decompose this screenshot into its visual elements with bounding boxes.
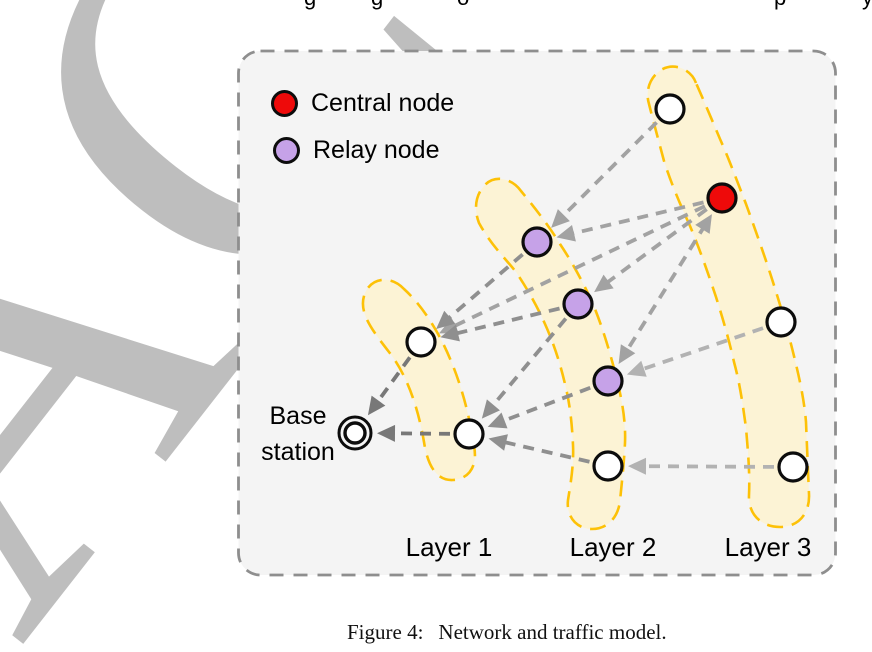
arrowhead-icon bbox=[487, 412, 508, 429]
layer-2-label: Layer 2 bbox=[569, 532, 657, 562]
arrowhead-icon bbox=[695, 214, 712, 234]
base-station-label-line2: station bbox=[261, 438, 335, 466]
white-node-l3right bbox=[765, 306, 797, 338]
legend-label-relay: Relay node bbox=[313, 136, 440, 164]
arrowhead-icon bbox=[618, 344, 636, 365]
white-node-l1top bbox=[405, 326, 437, 358]
base-station-label-line1: Base bbox=[269, 402, 327, 430]
arrowhead-icon bbox=[627, 457, 647, 475]
relay-node-p2 bbox=[562, 288, 594, 320]
arrowhead-icon bbox=[626, 360, 647, 377]
arrow-l1top-to-bs bbox=[372, 356, 412, 409]
arrow-l3right-to-p3 bbox=[635, 326, 764, 374]
relay-node-swatch-icon bbox=[273, 137, 300, 164]
central-node-swatch-icon bbox=[271, 90, 298, 117]
cropped-glyph: g bbox=[304, 0, 316, 11]
central-node-red bbox=[706, 182, 738, 214]
white-node-l1bot bbox=[453, 418, 485, 450]
layer-3-region bbox=[646, 65, 811, 529]
layer-3-label: Layer 3 bbox=[724, 532, 812, 562]
base-station-outer-ring bbox=[337, 415, 373, 451]
figure-caption-text: Network and traffic model. bbox=[438, 620, 667, 644]
arrowhead-icon bbox=[556, 224, 576, 242]
layer-1-label: Layer 1 bbox=[405, 532, 493, 562]
arrow-p2-to-l1bot bbox=[486, 317, 568, 413]
cropped-glyph: o bbox=[457, 0, 469, 11]
white-node-l3bottom bbox=[777, 451, 809, 483]
figure-caption-number: Figure 4: bbox=[347, 620, 424, 644]
arrow-p3-to-l1bot bbox=[496, 385, 591, 426]
arrow-red-to-l1top bbox=[447, 204, 706, 331]
layer-regions bbox=[361, 65, 811, 531]
arrowhead-icon bbox=[376, 424, 396, 442]
traffic-arrows bbox=[367, 121, 775, 475]
cropped-glyph: p bbox=[774, 0, 786, 11]
layer-2-region bbox=[474, 177, 627, 531]
arrow-red-to-p2 bbox=[601, 207, 708, 288]
base-station-node bbox=[343, 421, 367, 445]
white-node-l2white bbox=[592, 450, 624, 482]
arrow-p1-to-l1top bbox=[442, 252, 524, 324]
arrowhead-icon bbox=[551, 209, 570, 228]
white-node-l3top bbox=[654, 93, 686, 125]
layer-1-region bbox=[361, 278, 477, 482]
arrowhead-icon bbox=[594, 274, 614, 293]
legend-label-central: Central node bbox=[311, 89, 455, 117]
legend-item-central-node: Central node bbox=[271, 89, 454, 118]
arrow-l1bot-to-bs bbox=[386, 431, 451, 436]
figure-caption: Figure 4: Network and traffic model. bbox=[347, 620, 667, 645]
network-nodes bbox=[337, 93, 809, 483]
arrow-l3bottom-to-l2white bbox=[637, 464, 775, 469]
arrowhead-icon bbox=[436, 310, 456, 329]
cropped-glyph: g bbox=[371, 0, 383, 11]
arrowhead-icon bbox=[481, 399, 500, 419]
arrow-red-to-p1 bbox=[565, 200, 704, 237]
arrowhead-icon bbox=[367, 395, 386, 416]
base-station-label: Base station bbox=[249, 398, 347, 470]
legend-item-relay-node: Relay node bbox=[273, 136, 439, 165]
cropped-glyph: y bbox=[862, 0, 872, 11]
arrowhead-icon bbox=[488, 434, 508, 451]
arrow-red-to-p3 bbox=[622, 223, 708, 357]
arrow-l3top-to-p1 bbox=[556, 121, 658, 223]
arrowhead-icon bbox=[440, 324, 460, 342]
arrow-l2white-to-l1bot bbox=[497, 438, 590, 464]
relay-node-p3 bbox=[592, 365, 624, 397]
relay-node-p1 bbox=[521, 226, 553, 258]
